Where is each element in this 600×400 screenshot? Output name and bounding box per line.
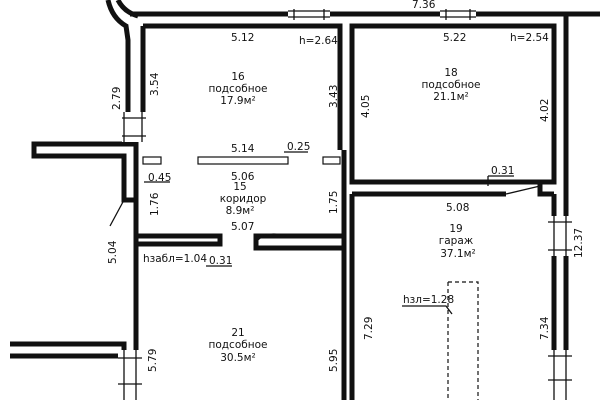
room-21-left-outer — [10, 341, 127, 400]
room-19-name: гараж — [439, 235, 474, 247]
room-19-area: 37.1м² — [440, 248, 476, 260]
dim-room16-height: 3.54 — [149, 72, 161, 96]
dim-room16-width: 5.12 — [231, 32, 254, 44]
partition-left — [142, 156, 162, 165]
room-15-area: 8.9м² — [226, 205, 255, 217]
height-room-16: h=2.64 — [299, 35, 338, 47]
dim-room18-width: 5.22 — [443, 32, 466, 44]
corridor-bottom-wall-right — [253, 233, 347, 251]
dim-left-lower: 5.04 — [107, 240, 119, 264]
room-18-area: 21.1м² — [433, 91, 469, 103]
window-left-1-lines — [122, 112, 146, 142]
left-door-swing — [109, 199, 125, 227]
partition-right — [322, 156, 341, 165]
dim-garage-right: 7.34 — [539, 316, 551, 340]
inspection-pit — [447, 281, 479, 400]
dim-left-wall: 0.45 — [148, 172, 171, 184]
dim-corridor-right: 1.75 — [328, 191, 340, 214]
dim-top-outer: 7.36 — [412, 0, 436, 11]
room-15-name: коридор — [220, 193, 267, 205]
room-16-walls — [143, 23, 343, 150]
height-pit: hзл=1.28 — [403, 294, 454, 306]
height-room-18: h=2.54 — [510, 32, 549, 44]
room-15-number: 15 — [233, 181, 246, 193]
room-19-number: 19 — [449, 223, 462, 235]
room-18-walls — [349, 23, 557, 185]
curved-outer-wall — [105, 0, 131, 62]
dim-room21-left: 5.79 — [147, 349, 159, 372]
partition-center — [197, 156, 289, 165]
room-16-area: 17.9м² — [220, 95, 256, 107]
dim-corridor-mid: 5.06 — [231, 171, 255, 183]
window-top-1-lines — [288, 9, 330, 20]
dim-room16-right: 3.43 — [328, 85, 340, 108]
dim-room18-left: 4.05 — [360, 95, 372, 118]
left-stub-wall — [31, 141, 139, 203]
leader-031a — [487, 175, 514, 186]
window-top-2-lines — [440, 9, 476, 20]
room-21-name: подсобное — [209, 339, 268, 351]
window-garage-right-2-lines — [548, 350, 572, 400]
garage-top-door-swing — [505, 185, 541, 195]
dim-room18-step: 0.31 — [491, 165, 514, 177]
room-16-name: подсобное — [209, 83, 268, 95]
room-18-number: 18 — [444, 67, 457, 79]
room-18-name: подсобное — [422, 79, 481, 91]
dim-room18-right: 4.02 — [539, 99, 551, 122]
corridor-door-swing — [255, 233, 287, 243]
room-21-number: 21 — [231, 327, 244, 339]
dim-garage-left: 7.29 — [363, 317, 375, 340]
corridor-bottom-wall — [136, 233, 223, 247]
garage-top-wall-right — [537, 182, 554, 197]
window-garage-right-2 — [548, 350, 572, 400]
dim-room21-right: 5.95 — [328, 349, 340, 372]
window-garage-right-1 — [548, 216, 572, 256]
dim-corridor-bottom: 5.07 — [231, 221, 254, 233]
window-top-1 — [288, 9, 330, 20]
dim-corridor-top: 5.14 — [231, 143, 255, 155]
room-21-area: 30.5м² — [220, 352, 256, 364]
leader-pit — [402, 305, 453, 315]
height-beam: hзабл=1.04 — [143, 253, 207, 265]
window-room21-left-lines — [118, 350, 142, 400]
window-garage-right-1-lines — [548, 216, 572, 256]
dim-right-outer: 12.37 — [573, 228, 585, 258]
dim-corridor-left: 1.76 — [149, 192, 161, 216]
room-16-number: 16 — [231, 71, 245, 83]
window-top-2 — [440, 9, 476, 20]
dim-garage-width: 5.08 — [446, 202, 469, 214]
dim-partition: 0.25 — [287, 141, 310, 153]
dim-left-upper: 2.79 — [111, 87, 123, 110]
dim-beam-step: 0.31 — [209, 255, 232, 267]
